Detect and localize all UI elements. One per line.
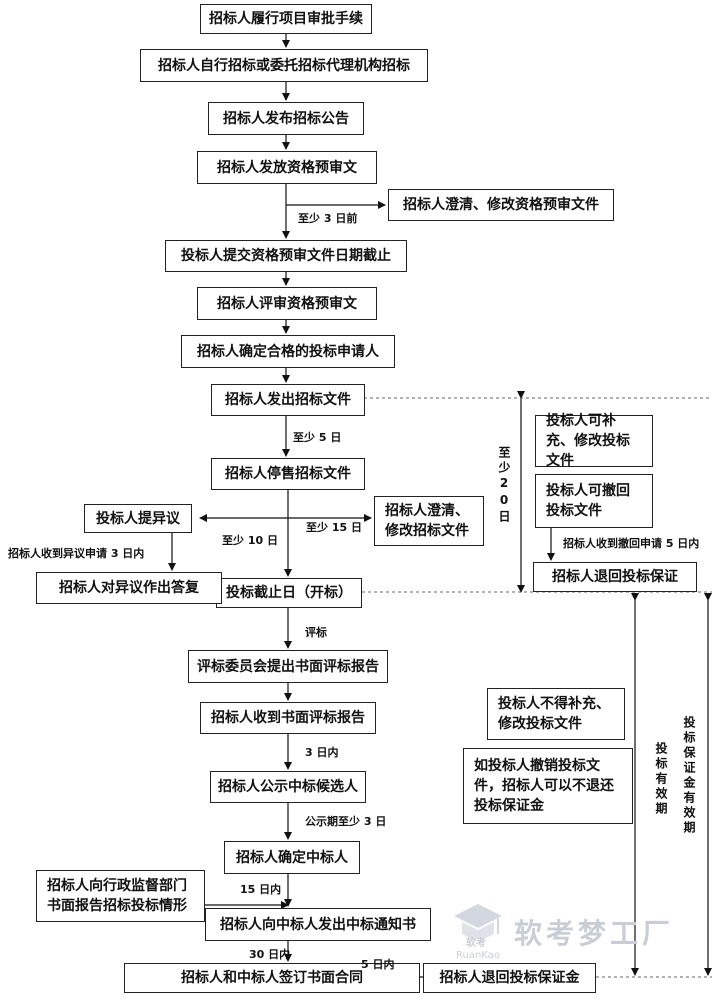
watermark-badge: 软考 <box>466 938 486 949</box>
step-publish-tender-notice: 招标人发布招标公告 <box>208 102 364 135</box>
label-within-30-days: 30 日内 <box>249 948 291 961</box>
step-confirm-qualified-applicants: 招标人确定合格的投标申请人 <box>181 335 395 368</box>
side-clarify-prequal-docs: 招标人澄清、修改资格预审文件 <box>388 189 614 221</box>
label-at-least-15-days: 至少 15 日 <box>306 521 362 534</box>
step-receive-evaluation-report: 招标人收到书面评标报告 <box>200 702 376 734</box>
label-at-least-5-days: 至少 5 日 <box>293 431 342 444</box>
step-prequal-submission-deadline: 投标人提交资格预审文件日期截止 <box>165 240 407 272</box>
step-determine-winner: 招标人确定中标人 <box>224 841 360 874</box>
step-send-tender-docs: 招标人发出招标文件 <box>211 384 365 416</box>
label-deposit-validity: 投标保证金有效期 <box>682 716 696 836</box>
watermark-logo <box>454 904 502 939</box>
label-objection-received: 招标人收到异议申请 3 日内 <box>8 547 145 560</box>
side-bidder-may-not-supplement: 投标人不得补充、修改投标文件 <box>487 688 625 740</box>
side-bidder-objection: 投标人提异议 <box>84 504 192 533</box>
label-publicity-period: 公示期至少 3 日 <box>305 815 387 828</box>
label-bid-validity: 投标有效期 <box>654 742 668 817</box>
side-report-to-admin: 招标人向行政监督部门书面报告招标投标情形 <box>36 870 205 922</box>
side-bidder-may-supplement: 投标人可补充、修改投标文件 <box>535 413 653 469</box>
side-clarify-tender-docs: 招标人澄清、修改招标文件 <box>374 496 484 546</box>
step-stop-selling-tender-docs: 招标人停售招标文件 <box>211 458 365 490</box>
label-within-15-days: 15 日内 <box>240 883 282 896</box>
label-at-least-10-days: 至少 10 日 <box>222 534 278 547</box>
watermark-name: 软考梦工厂 <box>514 917 675 950</box>
side-bidder-may-withdraw: 投标人可撤回投标文件 <box>535 474 653 528</box>
watermark: 软考 软考梦工厂 RuanKao <box>448 896 698 976</box>
step-refund-deposit-final: 招标人退回投标保证金 <box>423 963 596 993</box>
label-at-least-3-days-before: 至少 3 日前 <box>298 212 358 225</box>
side-withdraw-deposit-note: 如投标人撤销投标文件，招标人可以不退还投标保证金 <box>463 748 633 824</box>
step-self-or-agent-tender: 招标人自行招标或委托招标代理机构招标 <box>140 49 428 82</box>
side-reply-objection: 招标人对异议作出答复 <box>36 572 222 604</box>
watermark-pinyin: RuanKao <box>456 950 500 961</box>
label-within-3-days: 3 日内 <box>305 746 339 759</box>
label-within-5-days: 5 日内 <box>361 958 395 971</box>
step-send-award-notice: 招标人向中标人发出中标通知书 <box>205 908 431 941</box>
step-sign-contract: 招标人和中标人签订书面合同 <box>124 963 420 993</box>
label-withdraw-received: 招标人收到撤回申请 5 日内 <box>563 537 700 550</box>
side-refund-deposit: 招标人退回投标保证 <box>533 562 697 592</box>
step-project-approval: 招标人履行项目审批手续 <box>200 4 372 34</box>
step-issue-prequal-docs: 招标人发放资格预审文 <box>197 151 377 184</box>
label-evaluation: 评标 <box>305 626 327 639</box>
step-publicize-candidates: 招标人公示中标候选人 <box>210 771 366 803</box>
step-bid-deadline-opening: 投标截止日（开标） <box>216 578 362 608</box>
step-evaluation-report: 评标委员会提出书面评标报告 <box>188 650 388 683</box>
step-review-prequal-docs: 招标人评审资格预审文 <box>197 287 377 320</box>
label-at-least-20-days: 至少20日 <box>497 446 511 525</box>
